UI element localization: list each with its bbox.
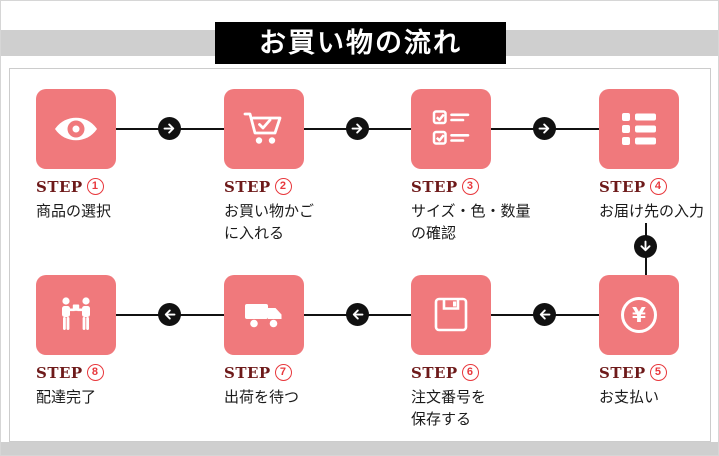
step-1-label: STEP 1 — [36, 177, 221, 197]
step-5: ¥ STEP 5 お支払い — [599, 275, 718, 409]
step-word: STEP — [411, 364, 458, 382]
arrow-left-icon — [158, 303, 181, 326]
step-8-icon-box — [36, 275, 116, 355]
step-word: STEP — [224, 364, 271, 382]
step-2-description: お買い物かご に入れる — [224, 203, 315, 242]
step-5-label: STEP 5 — [599, 363, 718, 383]
yen-icon: ¥ — [621, 297, 657, 333]
step-3-description: サイズ・色・数量 の確認 — [411, 203, 531, 242]
step-number: 2 — [274, 177, 292, 195]
step-7-description: 出荷を待つ — [224, 389, 300, 406]
step-4-label: STEP 4 — [599, 177, 718, 197]
step-4-icon-box — [599, 89, 679, 169]
step-number: 8 — [86, 363, 104, 381]
step-6-icon-box — [411, 275, 491, 355]
step-3-label: STEP 3 — [411, 177, 596, 197]
step-8-description: 配達完了 — [36, 389, 97, 406]
arrow-right-icon — [346, 117, 369, 140]
step-2: STEP 2 お買い物かご に入れる — [224, 89, 409, 245]
svg-text:¥: ¥ — [632, 303, 646, 327]
cart-icon — [243, 112, 282, 144]
step-number: 3 — [461, 177, 479, 195]
step-3-icon-box — [411, 89, 491, 169]
step-number: 4 — [649, 177, 667, 195]
step-4-description: お届け先の入力 — [599, 203, 705, 220]
step-1-description: 商品の選択 — [36, 203, 112, 220]
step-word: STEP — [599, 178, 646, 196]
step-1-icon-box — [36, 89, 116, 169]
arrow-left-icon — [533, 303, 556, 326]
step-6-label: STEP 6 — [411, 363, 596, 383]
step-1: STEP 1 商品の選択 — [36, 89, 221, 223]
step-7: STEP 7 出荷を待つ — [224, 275, 409, 409]
step-number: 7 — [274, 363, 292, 381]
handshake-icon — [62, 297, 90, 330]
step-word: STEP — [224, 178, 271, 196]
step-5-description: お支払い — [599, 389, 660, 406]
page-title: お買い物の流れ — [259, 27, 462, 59]
step-number: 6 — [461, 363, 479, 381]
step-number: 1 — [86, 177, 104, 195]
bottom-strip — [1, 442, 718, 455]
step-2-icon-box — [224, 89, 304, 169]
floppy-icon — [434, 297, 468, 332]
step-8: STEP 8 配達完了 — [36, 275, 221, 409]
step-word: STEP — [36, 364, 83, 382]
eye-icon — [55, 117, 97, 141]
checklist-icon — [432, 110, 470, 145]
step-word: STEP — [36, 178, 83, 196]
list-icon — [622, 113, 656, 145]
step-3: STEP 3 サイズ・色・数量 の確認 — [411, 89, 596, 245]
step-word: STEP — [599, 364, 646, 382]
step-7-icon-box — [224, 275, 304, 355]
step-2-label: STEP 2 — [224, 177, 409, 197]
arrow-right-icon — [533, 117, 556, 140]
arrow-left-icon — [346, 303, 369, 326]
step-8-label: STEP 8 — [36, 363, 221, 383]
arrow-right-icon — [158, 117, 181, 140]
step-6: STEP 6 注文番号を 保存する — [411, 275, 596, 431]
step-number: 5 — [649, 363, 667, 381]
step-6-description: 注文番号を 保存する — [411, 389, 487, 428]
step-7-label: STEP 7 — [224, 363, 409, 383]
step-5-icon-box: ¥ — [599, 275, 679, 355]
arrow-down-icon — [634, 235, 657, 258]
step-word: STEP — [411, 178, 458, 196]
header-title-box: お買い物の流れ — [215, 22, 506, 64]
truck-icon — [245, 304, 282, 328]
step-4: STEP 4 お届け先の入力 — [599, 89, 718, 223]
